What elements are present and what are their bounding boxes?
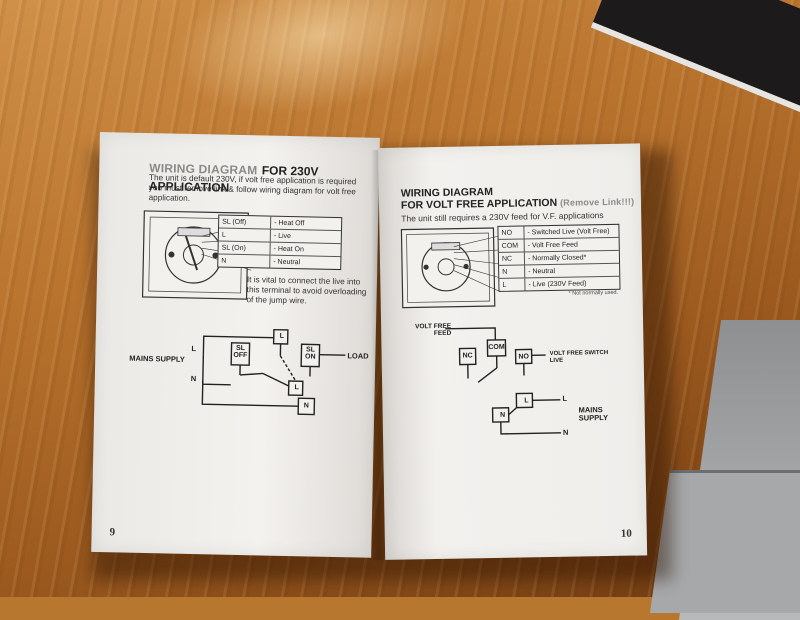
right-volt-free-switch-live: VOLT FREE SWITCH LIVE xyxy=(550,350,610,365)
left-page-number: 9 xyxy=(109,526,115,538)
right-intro: The unit still requires a 230V feed for … xyxy=(401,209,639,223)
left-n-box: N xyxy=(301,402,311,409)
terminal-code: L xyxy=(219,229,271,242)
right-com-box: COM xyxy=(487,344,505,351)
terminal-code: SL (On) xyxy=(218,242,270,255)
terminal-desc: - Volt Free Feed xyxy=(525,241,578,249)
terminal-code: N xyxy=(499,265,525,277)
left-mains-supply: MAINS SUPPLY xyxy=(129,355,185,364)
terminal-code: NO xyxy=(498,226,524,238)
left-sl-on-box: SL ON xyxy=(301,346,319,360)
right-sch-l: L xyxy=(562,395,567,403)
right-nc-box: NC xyxy=(460,352,476,359)
right-mains-supply: MAINS SUPPLY xyxy=(579,406,629,423)
terminal-desc: - Neutral xyxy=(525,267,555,275)
left-sch-l: L xyxy=(191,345,196,353)
left-load-label: LOAD xyxy=(347,352,368,360)
terminal-code: COM xyxy=(499,239,525,251)
terminal-code: NC xyxy=(499,252,525,264)
right-volt-free-feed: VOLT FREE FEED xyxy=(405,323,451,338)
volt-free-unit-drawing xyxy=(399,226,500,314)
right-title: WIRING DIAGRAM FOR VOLT FREE APPLICATION… xyxy=(401,184,635,212)
terminal-desc: - Heat Off xyxy=(271,219,304,227)
left-l-box-top: L xyxy=(277,333,287,340)
right-title-line2: FOR VOLT FREE APPLICATION xyxy=(401,197,557,212)
floor-tile-lower xyxy=(650,470,800,613)
right-page-number: 10 xyxy=(621,528,632,540)
left-warning: It is vital to connect the live into thi… xyxy=(246,275,367,308)
right-title-note: (Remove Link!!!) xyxy=(560,197,634,208)
left-schematic xyxy=(122,313,364,428)
terminal-desc: - Live xyxy=(271,232,291,239)
right-terminal-table: NO- Switched Live (Volt Free) COM- Volt … xyxy=(497,224,620,292)
left-sch-n: N xyxy=(191,375,197,383)
terminal-desc: - Switched Live (Volt Free) xyxy=(524,227,609,235)
right-l-box: L xyxy=(521,397,531,404)
terminal-code: SL (Off) xyxy=(219,216,271,229)
left-l-box-bottom: L xyxy=(292,384,302,391)
left-page: WIRING DIAGRAM FOR 230V APPLICATION The … xyxy=(91,132,380,558)
terminal-desc: - Heat On xyxy=(271,245,304,253)
terminal-desc: - Neutral xyxy=(270,258,300,266)
terminal-row: L- Live (230V Feed) xyxy=(499,277,619,291)
right-sch-n: N xyxy=(563,429,569,437)
right-page: WIRING DIAGRAM FOR VOLT FREE APPLICATION… xyxy=(378,143,647,560)
terminal-desc: - Normally Closed* xyxy=(525,254,586,262)
terminal-desc: - Live (230V Feed) xyxy=(525,280,586,288)
right-n-box: N xyxy=(498,412,508,419)
terminal-row: N- Neutral xyxy=(218,255,340,270)
left-terminal-table: SL (Off)- Heat Off L- Live SL (On)- Heat… xyxy=(217,214,342,270)
right-no-box: NO xyxy=(516,353,532,360)
right-footnote: * Not normally used. xyxy=(569,290,619,297)
terminal-code: L xyxy=(499,278,525,290)
terminal-code: N xyxy=(218,255,270,268)
left-sl-off-box: SL OFF xyxy=(231,345,249,359)
left-intro: The unit is default 230V, if volt free a… xyxy=(149,173,370,208)
